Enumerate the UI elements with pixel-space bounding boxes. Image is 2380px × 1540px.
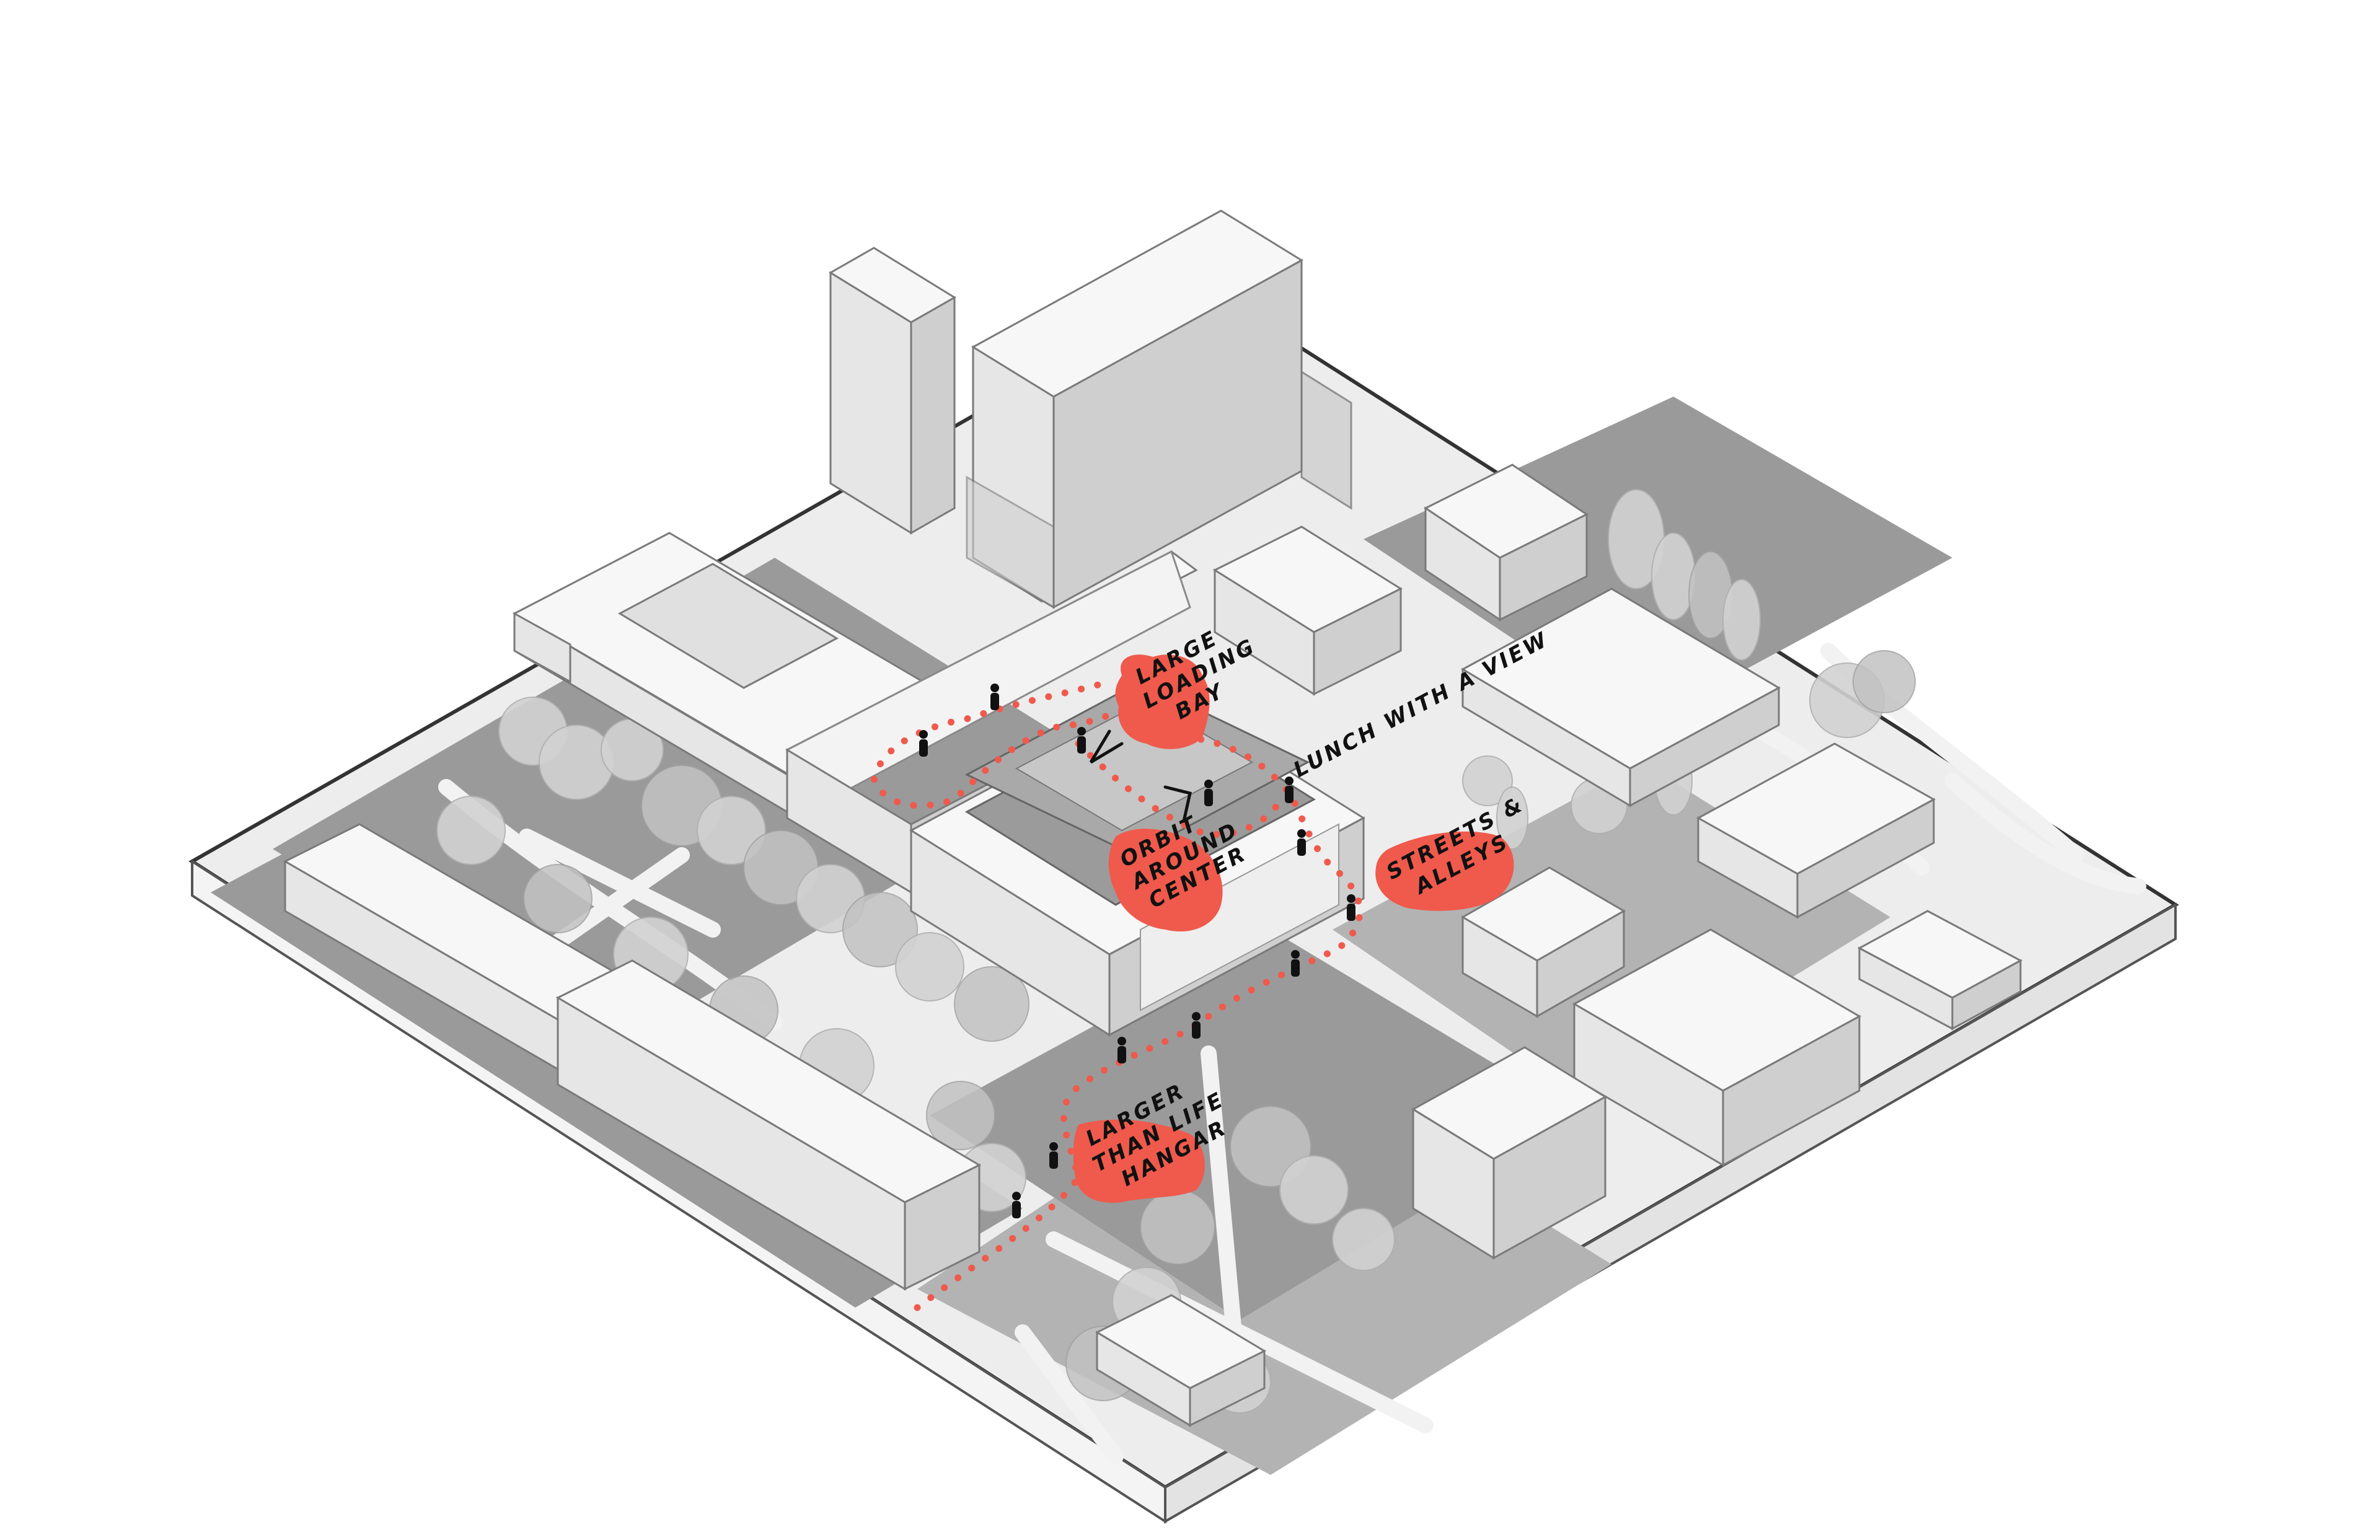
walkway-cross-west xyxy=(519,829,721,950)
tree xyxy=(842,892,918,967)
tree xyxy=(1332,1208,1395,1271)
person-icon xyxy=(1049,1142,1058,1169)
building-east-2 xyxy=(1424,464,1589,622)
blob-streets-alleys xyxy=(1375,831,1514,911)
annotation-blobs xyxy=(1073,654,1514,1203)
tree xyxy=(1496,786,1528,850)
person-icon xyxy=(1012,1192,1021,1218)
person-icon xyxy=(1297,829,1306,856)
tree xyxy=(1462,755,1513,806)
tree xyxy=(1140,1189,1215,1265)
person-icon xyxy=(1291,950,1300,977)
tree xyxy=(1279,1155,1349,1225)
building-southeast-1 xyxy=(1461,866,1626,1018)
building-southeast-3 xyxy=(1411,1046,1607,1260)
blob-hangar xyxy=(1073,1119,1205,1203)
blob-loading-bay xyxy=(1115,654,1210,749)
tower-slender xyxy=(829,247,956,535)
person-icon xyxy=(990,684,999,710)
person-icon xyxy=(1077,727,1086,754)
building-east-1 xyxy=(1212,526,1403,696)
tree xyxy=(1853,650,1916,713)
tree xyxy=(697,796,766,865)
person-icon xyxy=(1117,1037,1126,1063)
tree xyxy=(954,966,1029,1042)
tree xyxy=(895,932,964,1001)
building-southeast-2 xyxy=(1572,928,1862,1167)
tree xyxy=(926,1081,995,1150)
building-southwest-bar-2 xyxy=(555,959,982,1291)
building-south-small xyxy=(1095,1294,1267,1427)
building-east-3 xyxy=(1460,587,1781,807)
tree xyxy=(523,864,593,933)
person-icon xyxy=(1285,777,1294,803)
person-icon xyxy=(1204,780,1213,806)
people xyxy=(919,684,1355,1218)
building-east-small xyxy=(1857,910,2023,1031)
tower-wide xyxy=(966,209,1352,609)
person-icon xyxy=(919,730,928,757)
person-icon xyxy=(1347,894,1355,921)
blob-orbit-center xyxy=(1108,829,1223,932)
tree xyxy=(539,724,614,800)
pedestrian-route xyxy=(870,678,1364,1311)
tree xyxy=(1722,579,1761,661)
leader-line-lunch xyxy=(1163,785,1192,823)
tree-cluster-north xyxy=(436,697,1395,1414)
person-icon xyxy=(1192,1012,1201,1039)
tree xyxy=(436,796,506,865)
building-east-L xyxy=(1696,742,1936,919)
leader-line-loading-bay xyxy=(1089,729,1124,764)
building-southwest-bar-1 xyxy=(283,823,672,1093)
tree xyxy=(1651,532,1696,620)
